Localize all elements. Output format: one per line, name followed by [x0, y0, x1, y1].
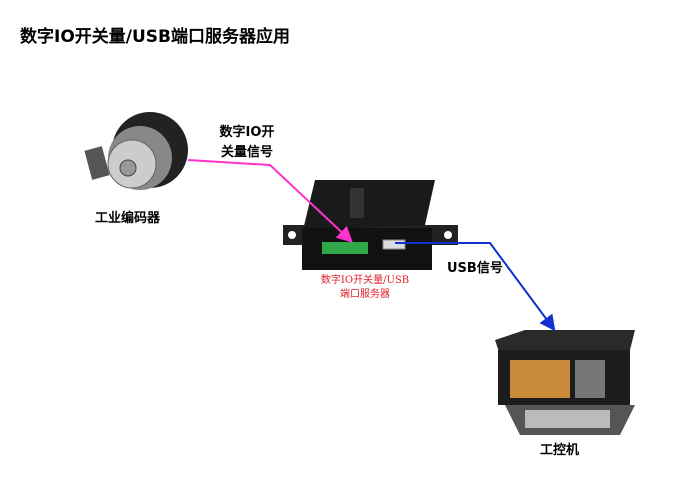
encoder-label: 工业编码器 — [95, 211, 161, 226]
server-label-line2: 端口服务器 — [340, 289, 390, 300]
usb-signal-label: USB信号 — [447, 261, 503, 276]
server-label: 数字IO开关量/USB 端口服务器 — [305, 274, 425, 302]
io-signal-label-line2: 关量信号 — [220, 145, 273, 160]
encoder-image — [84, 112, 188, 190]
io-signal-label-line1: 数字IO开 — [219, 125, 275, 140]
io-signal-line — [187, 159, 353, 243]
pc-label: 工控机 — [540, 443, 580, 458]
usb-signal-line — [395, 242, 556, 332]
io-signal-label: 数字IO开 关量信号 — [212, 123, 282, 163]
server-device-image — [283, 180, 458, 270]
industrial-pc-image — [495, 330, 635, 435]
server-label-line1: 数字IO开关量/USB — [320, 275, 410, 286]
page-title: 数字IO开关量/USB端口服务器应用 — [20, 27, 290, 47]
